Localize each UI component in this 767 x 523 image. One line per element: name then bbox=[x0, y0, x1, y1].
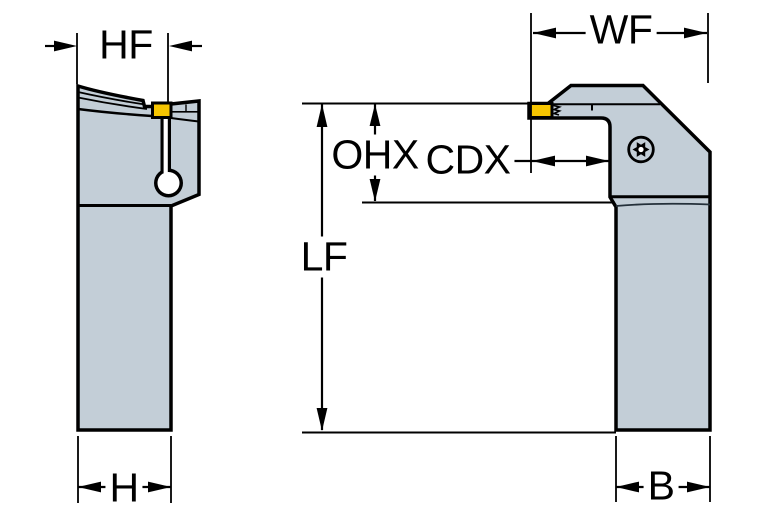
dim-label-b: B bbox=[643, 465, 679, 507]
hf-arrow-right-icon bbox=[54, 40, 77, 52]
lf-arrow-up-icon bbox=[316, 104, 328, 127]
hf-dimension bbox=[45, 33, 202, 102]
left-body bbox=[76, 83, 201, 432]
b-arrow-right-icon bbox=[687, 481, 710, 493]
b-arrow-left-icon bbox=[616, 481, 639, 493]
clamp-serration bbox=[551, 104, 562, 116]
insert-seat-curve bbox=[77, 107, 153, 118]
cutting-insert-front bbox=[527, 102, 554, 119]
h-arrow-left-icon bbox=[78, 481, 101, 493]
dim-label-h: H bbox=[105, 467, 143, 509]
blade-under-line bbox=[170, 117, 200, 123]
hf-arrow-left-icon bbox=[169, 40, 192, 52]
cutting-insert-side bbox=[151, 101, 173, 119]
dim-label-wf: WF bbox=[585, 9, 657, 51]
relief-keyhole bbox=[154, 115, 183, 198]
dim-label-ohx: OHX bbox=[327, 134, 423, 176]
cdx-dimension bbox=[498, 155, 609, 167]
right-body bbox=[527, 83, 712, 432]
ohx-arrow-up-icon bbox=[369, 104, 381, 126]
clamp-curve-1 bbox=[77, 91, 146, 106]
reference-lines bbox=[302, 102, 616, 434]
head-shadow-line bbox=[615, 202, 711, 207]
torx-screw bbox=[627, 135, 655, 164]
clamp-curve-2 bbox=[77, 96, 148, 110]
ohx-arrow-down-icon bbox=[369, 179, 381, 202]
dim-label-lf: LF bbox=[296, 236, 352, 278]
left-view-drawing bbox=[76, 83, 201, 432]
right-view-drawing bbox=[527, 83, 712, 432]
cdx-arrow-right-icon bbox=[586, 155, 609, 167]
cdx-arrow-left-icon bbox=[532, 155, 555, 167]
lf-arrow-down-icon bbox=[316, 408, 328, 431]
h-arrow-right-icon bbox=[148, 481, 171, 493]
wf-arrow-right-icon bbox=[684, 27, 707, 39]
dim-label-cdx: CDX bbox=[421, 139, 515, 181]
wf-arrow-left-icon bbox=[533, 27, 556, 39]
dim-label-hf: HF bbox=[99, 21, 153, 68]
